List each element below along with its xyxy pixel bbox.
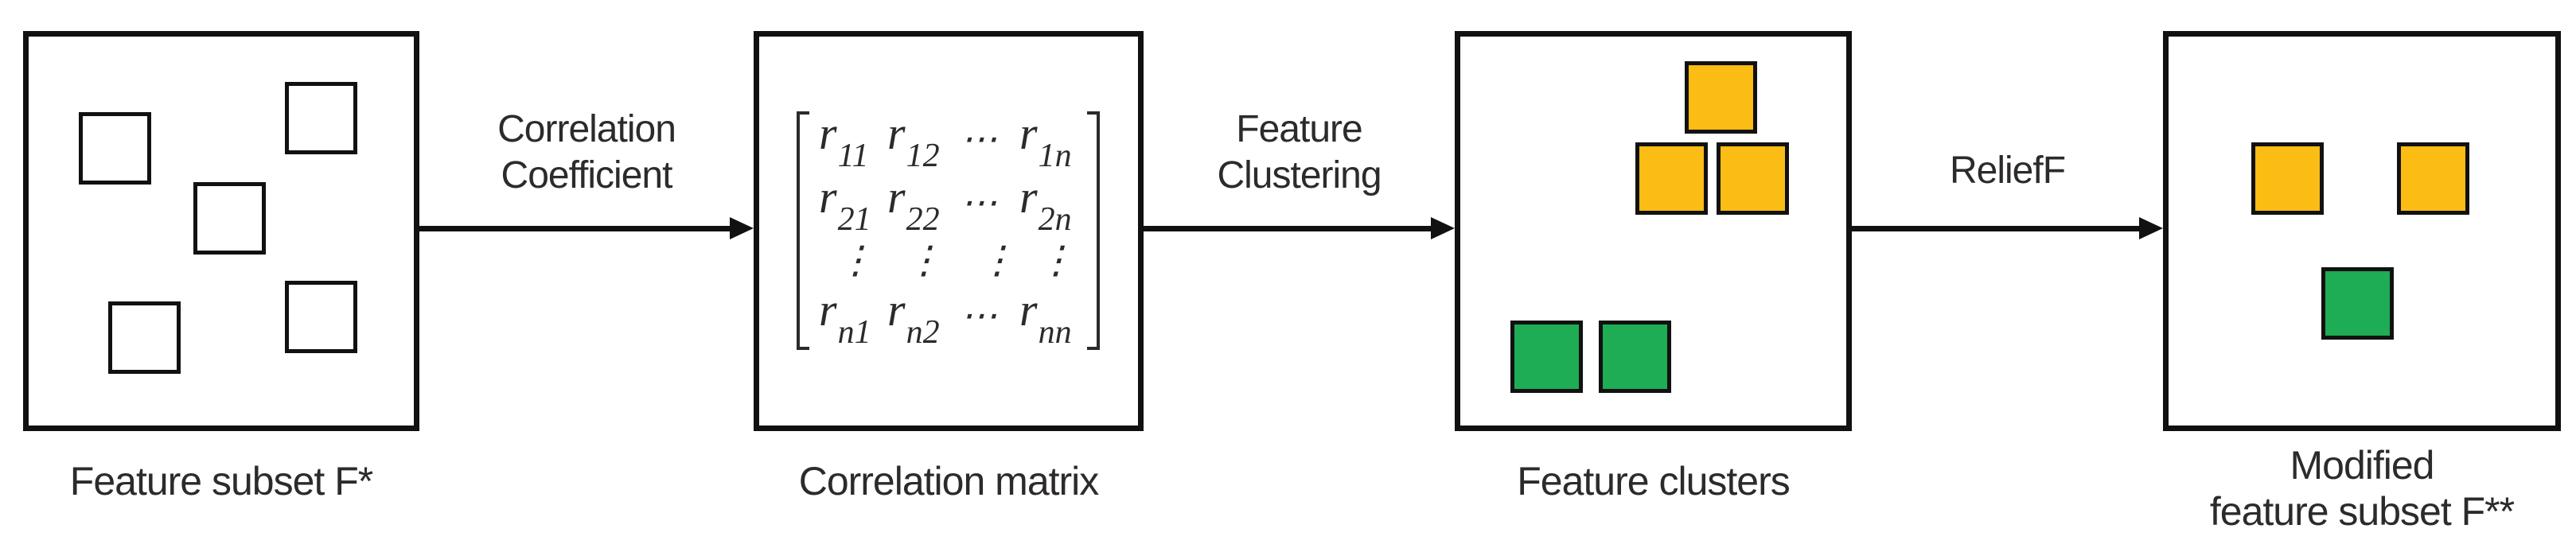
feature-clusters-box <box>1455 31 1852 431</box>
correlation-coefficient-label: Correlation Coefficient <box>419 107 754 199</box>
matrix-cell-r12: r12 <box>887 107 940 174</box>
arrow-label-line2: Clustering <box>1217 154 1382 196</box>
matrix-cell-rn1: rn1 <box>819 284 871 351</box>
matrix-cell-rnn: rnn <box>1019 284 1072 351</box>
feature-square <box>285 281 357 353</box>
feature-subset-box <box>23 31 419 431</box>
matrix-bracket-left-icon <box>797 111 809 350</box>
cluster-square-green <box>1510 321 1583 393</box>
matrix-cell-r21: r21 <box>819 171 871 238</box>
cluster-square-yellow <box>1685 61 1757 134</box>
feature-square <box>193 182 266 255</box>
arrow-correlation-coefficient <box>419 226 730 231</box>
feature-square <box>108 301 181 374</box>
arrow-head-icon <box>2139 217 2163 239</box>
matrix-cell-r22: r22 <box>887 171 940 238</box>
cluster-square-yellow <box>1635 142 1708 215</box>
arrow-label-line1: Correlation <box>497 108 676 150</box>
arrow-label-line1: ReliefF <box>1949 150 2066 192</box>
matrix-cell-r11: r11 <box>819 107 869 174</box>
correlation-matrix-label: Correlation matrix <box>798 459 1100 503</box>
selected-square-yellow <box>2397 142 2469 215</box>
matrix-vdots: ⋮ <box>905 239 943 282</box>
matrix-cell-rn2: rn2 <box>887 284 940 351</box>
matrix-hdots: ⋯ <box>961 119 1000 159</box>
selected-square-yellow <box>2251 142 2324 215</box>
feature-square <box>79 112 151 185</box>
matrix-cell-r2n: r2n <box>1019 171 1072 238</box>
arrow-relieff <box>1852 226 2139 231</box>
matrix-vdots: ⋮ <box>1037 239 1075 282</box>
cluster-square-green <box>1599 321 1671 393</box>
stage-label-line2: feature subset F** <box>2209 489 2515 534</box>
arrow-label-line2: Coefficient <box>501 154 673 196</box>
stage-label-line1: Modified <box>2290 443 2435 488</box>
matrix-hdots: ⋯ <box>961 182 1000 223</box>
matrix-vdots: ⋮ <box>978 239 1016 282</box>
arrow-head-icon <box>1431 217 1455 239</box>
feature-subset-label: Feature subset F* <box>69 459 373 503</box>
arrow-feature-clustering <box>1144 226 1431 231</box>
matrix-grid: r11 r12 ⋯ r1n r21 r22 ⋯ r2n ⋮ ⋮ ⋮ ⋮ rn1 … <box>809 111 1087 350</box>
arrow-head-icon <box>730 217 754 239</box>
relieff-label: ReliefF <box>1852 148 2163 194</box>
correlation-matrix-box: r11 r12 ⋯ r1n r21 r22 ⋯ r2n ⋮ ⋮ ⋮ ⋮ rn1 … <box>754 31 1144 431</box>
matrix-vdots: ⋮ <box>836 239 875 282</box>
feature-square <box>285 82 357 154</box>
arrow-label-line1: Feature <box>1236 108 1362 150</box>
matrix-hdots: ⋯ <box>961 295 1000 336</box>
matrix-cell-r1n: r1n <box>1019 107 1072 174</box>
correlation-matrix: r11 r12 ⋯ r1n r21 r22 ⋯ r2n ⋮ ⋮ ⋮ ⋮ rn1 … <box>797 111 1100 350</box>
feature-clustering-label: Feature Clustering <box>1144 107 1455 199</box>
selected-square-green <box>2321 267 2394 340</box>
cluster-square-yellow <box>1717 142 1789 215</box>
matrix-bracket-right-icon <box>1087 111 1100 350</box>
feature-clusters-label: Feature clusters <box>1517 459 1790 503</box>
modified-subset-box <box>2163 31 2561 431</box>
modified-subset-label: Modified feature subset F** <box>2163 442 2561 534</box>
